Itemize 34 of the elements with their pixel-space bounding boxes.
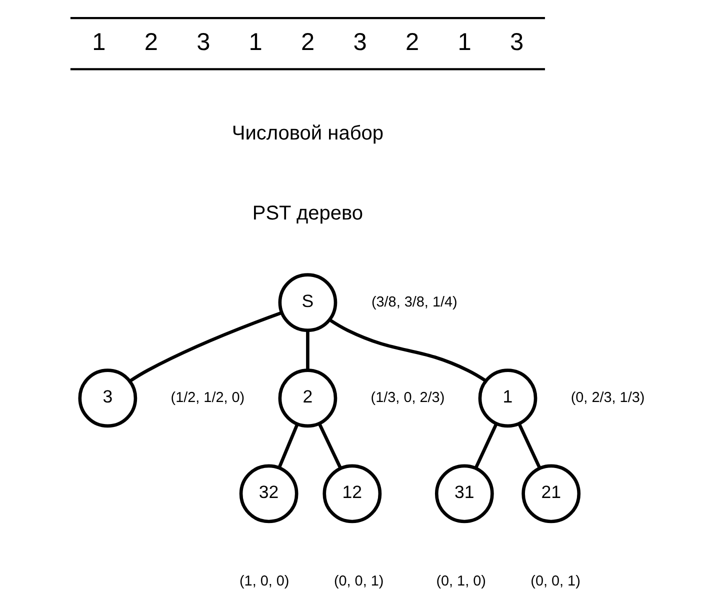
- node-label: (3/8, 3/8, 1/4): [371, 294, 458, 310]
- node-circle: 1: [478, 368, 538, 428]
- label: 1: [92, 28, 106, 56]
- connector: [518, 423, 542, 469]
- node-label: (0, 0, 1): [530, 573, 580, 590]
- node-label: (0, 1, 0): [436, 573, 486, 590]
- label: 1: [458, 28, 472, 56]
- connector: [306, 330, 310, 370]
- node-circle: 32: [239, 464, 298, 524]
- connector: [474, 423, 498, 469]
- node-circle: 3: [78, 368, 138, 428]
- node-circle: 2: [278, 368, 338, 428]
- connector: [278, 424, 299, 468]
- label: 1: [248, 28, 262, 56]
- node-circle: 12: [322, 464, 382, 524]
- label: 2: [301, 28, 315, 56]
- node-label: (0, 2/3, 1/3): [570, 390, 645, 406]
- connector: [318, 423, 342, 469]
- label: Числовой набор: [232, 122, 384, 145]
- node-circle: S: [278, 273, 338, 332]
- node-circle: 31: [434, 464, 494, 524]
- node-label: (1/3, 0, 2/3): [370, 390, 445, 406]
- label: 2: [144, 28, 158, 56]
- label: PST дерево: [252, 202, 364, 225]
- node-label: (1, 0, 0): [239, 573, 290, 590]
- label: 3: [353, 28, 367, 56]
- label: 3: [196, 28, 210, 56]
- connector: [329, 318, 486, 382]
- label: 3: [510, 28, 524, 56]
- connector: [129, 311, 282, 382]
- node-circle: 21: [522, 464, 581, 524]
- node-label: (1/2, 1/2, 0): [170, 390, 245, 406]
- node-label: (0, 0, 1): [334, 573, 384, 590]
- label: 2: [406, 28, 420, 56]
